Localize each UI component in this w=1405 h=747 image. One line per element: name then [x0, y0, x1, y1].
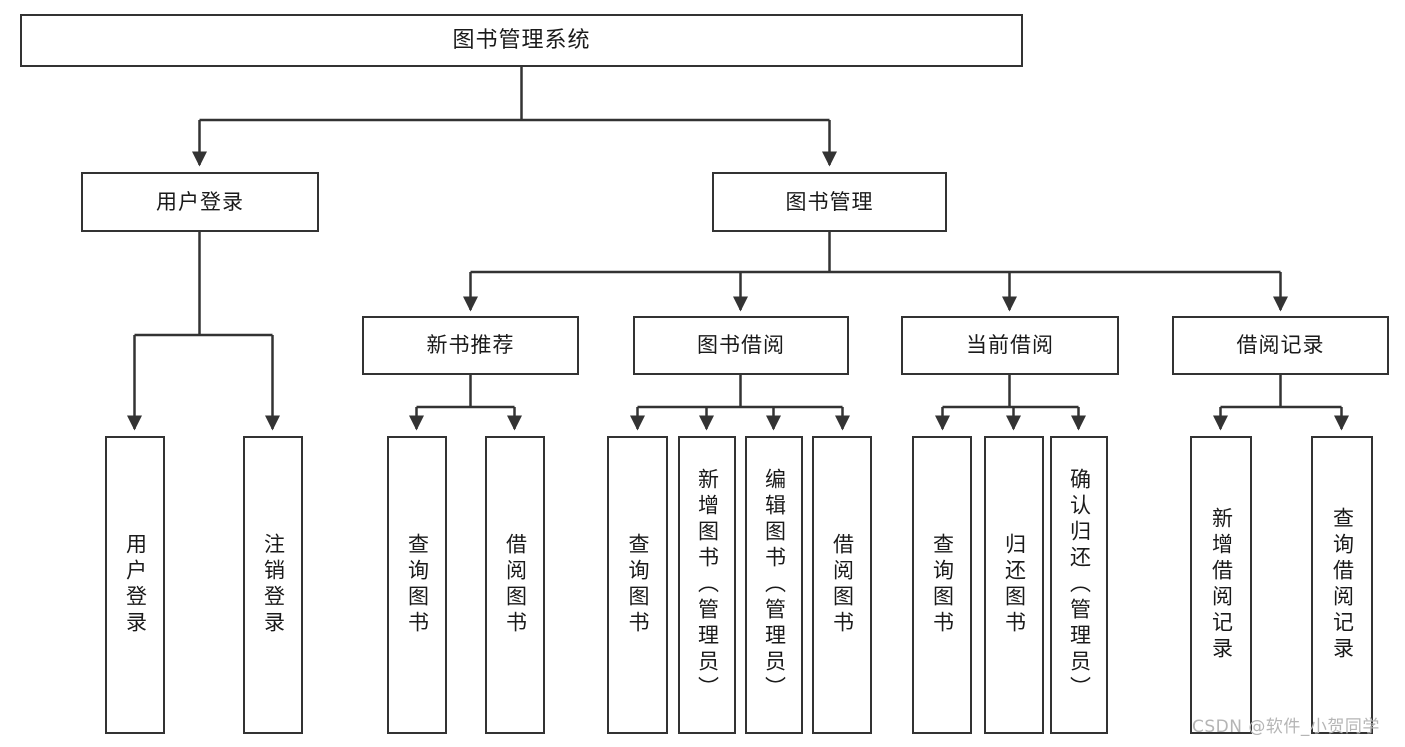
- node-label: 查询图书: [405, 533, 430, 637]
- node-leaf-edit-book-admin[interactable]: 编辑图书（管理员）: [745, 436, 803, 734]
- node-leaf-query-book-current[interactable]: 查询图书: [912, 436, 972, 734]
- node-label: 注销登录: [261, 533, 286, 637]
- node-leaf-borrow-book-newrec[interactable]: 借阅图书: [485, 436, 545, 734]
- node-leaf-query-book-newrec[interactable]: 查询图书: [387, 436, 447, 734]
- node-borrow-records[interactable]: 借阅记录: [1172, 316, 1389, 375]
- node-leaf-user-login[interactable]: 用户登录: [105, 436, 165, 734]
- node-leaf-return-book[interactable]: 归还图书: [984, 436, 1044, 734]
- watermark-text: CSDN @软件_小贺同学: [1192, 717, 1380, 737]
- node-label: 用户登录: [123, 533, 148, 637]
- node-leaf-borrow-book[interactable]: 借阅图书: [812, 436, 872, 734]
- node-label: 查询图书: [626, 533, 650, 637]
- node-leaf-query-borrow-record[interactable]: 查询借阅记录: [1311, 436, 1373, 734]
- node-label: 用户登录: [156, 189, 244, 214]
- node-label: 借阅图书: [830, 533, 855, 637]
- node-label: 查询图书: [930, 533, 955, 637]
- node-book-borrow[interactable]: 图书借阅: [633, 316, 849, 375]
- node-new-book-recommend[interactable]: 新书推荐: [362, 316, 579, 375]
- node-label: 归还图书: [1002, 533, 1027, 637]
- node-leaf-logout[interactable]: 注销登录: [243, 436, 303, 734]
- node-label: 查询借阅记录: [1330, 507, 1355, 663]
- node-label: 借阅记录: [1236, 333, 1325, 358]
- node-label: 借阅图书: [503, 533, 528, 637]
- node-current-borrow[interactable]: 当前借阅: [901, 316, 1119, 375]
- node-leaf-add-borrow-record[interactable]: 新增借阅记录: [1190, 436, 1252, 734]
- node-leaf-query-book-borrow[interactable]: 查询图书: [607, 436, 668, 734]
- node-root-book-management-system[interactable]: 图书管理系统: [20, 14, 1023, 67]
- node-label: 新增借阅记录: [1209, 507, 1234, 663]
- node-label: 图书管理系统: [452, 27, 591, 53]
- node-leaf-add-book-admin[interactable]: 新增图书（管理员）: [678, 436, 736, 734]
- node-label: 确认归还（管理员）: [1067, 468, 1092, 702]
- node-label: 图书管理: [785, 189, 874, 214]
- node-book-management[interactable]: 图书管理: [712, 172, 947, 232]
- node-label: 新书推荐: [426, 333, 515, 358]
- node-label: 新增图书（管理员）: [695, 468, 720, 702]
- node-label: 图书借阅: [697, 333, 785, 358]
- node-leaf-confirm-return-admin[interactable]: 确认归还（管理员）: [1050, 436, 1108, 734]
- node-user-login[interactable]: 用户登录: [81, 172, 319, 232]
- node-label: 当前借阅: [966, 333, 1054, 358]
- node-label: 编辑图书（管理员）: [762, 468, 787, 702]
